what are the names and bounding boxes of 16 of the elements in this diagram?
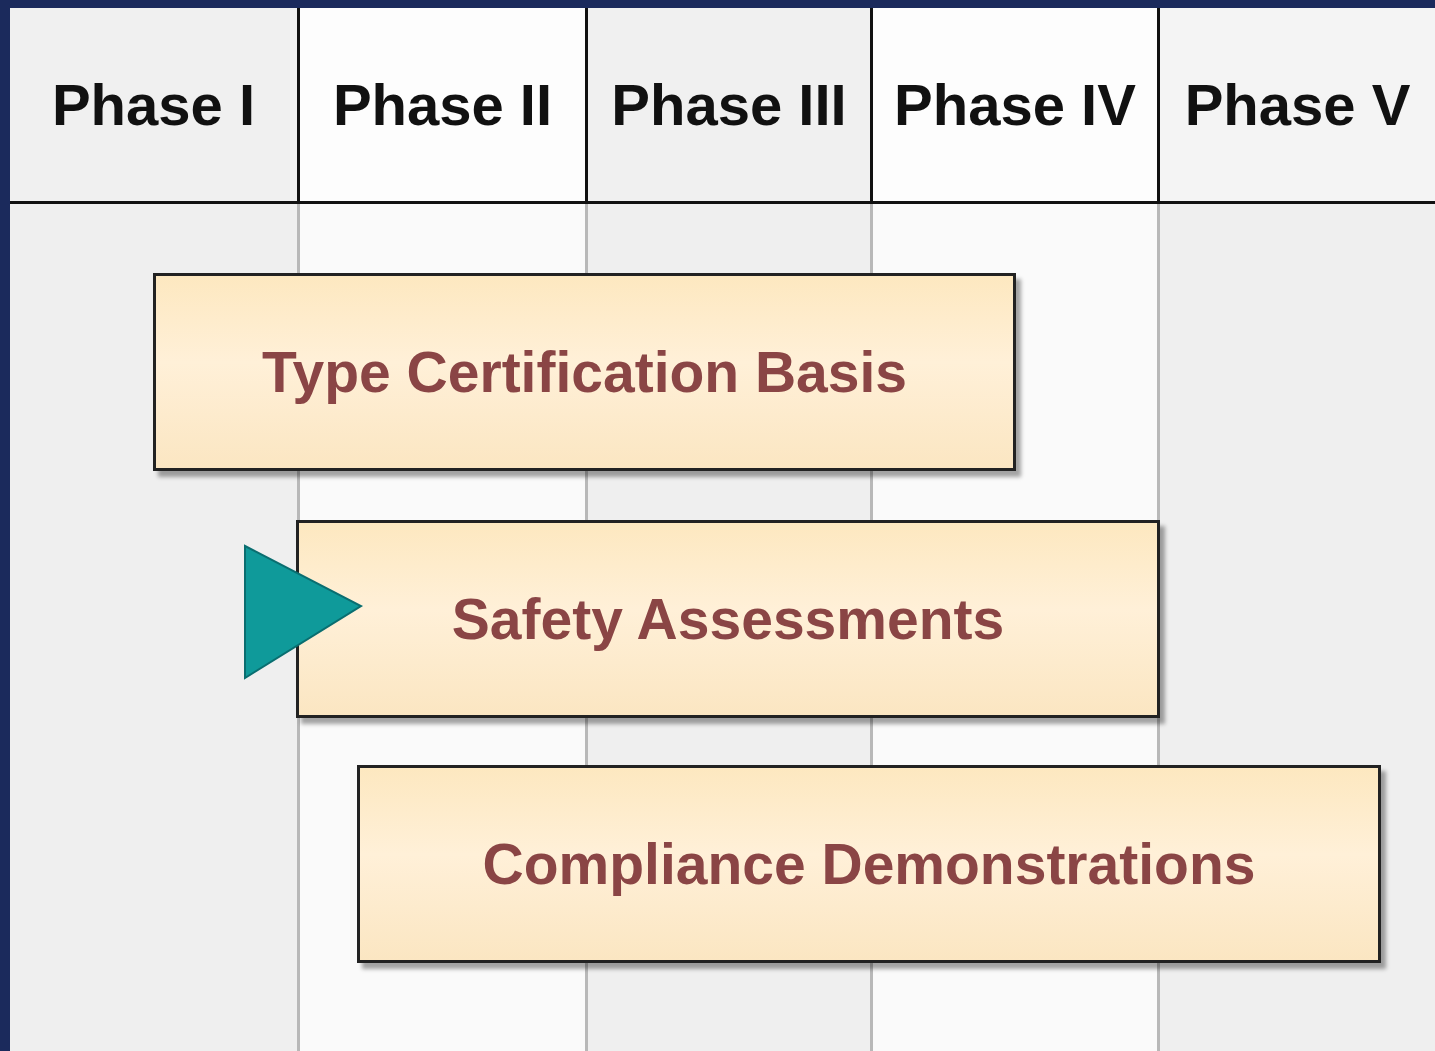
phase-label: Phase II [332, 71, 553, 138]
phase-label: Phase IV [894, 71, 1136, 138]
phase-header-cell [10, 8, 297, 204]
phase-header-cell [1157, 8, 1435, 204]
task-bar [153, 273, 1016, 471]
bar-label: Safety Assessments [451, 586, 1005, 652]
phase-header-cell [870, 8, 1157, 204]
phase-label: Phase I [51, 71, 256, 138]
phase-header-cell [585, 8, 870, 204]
bar-label: Compliance Demonstrations [482, 831, 1256, 897]
phase-header-cell [297, 8, 585, 204]
phase-label: Phase V [1184, 71, 1411, 138]
phase-label: Phase III [611, 71, 847, 138]
task-bar [296, 520, 1160, 718]
bar-label: Type Certification Basis [261, 339, 908, 405]
task-bar [357, 765, 1381, 963]
